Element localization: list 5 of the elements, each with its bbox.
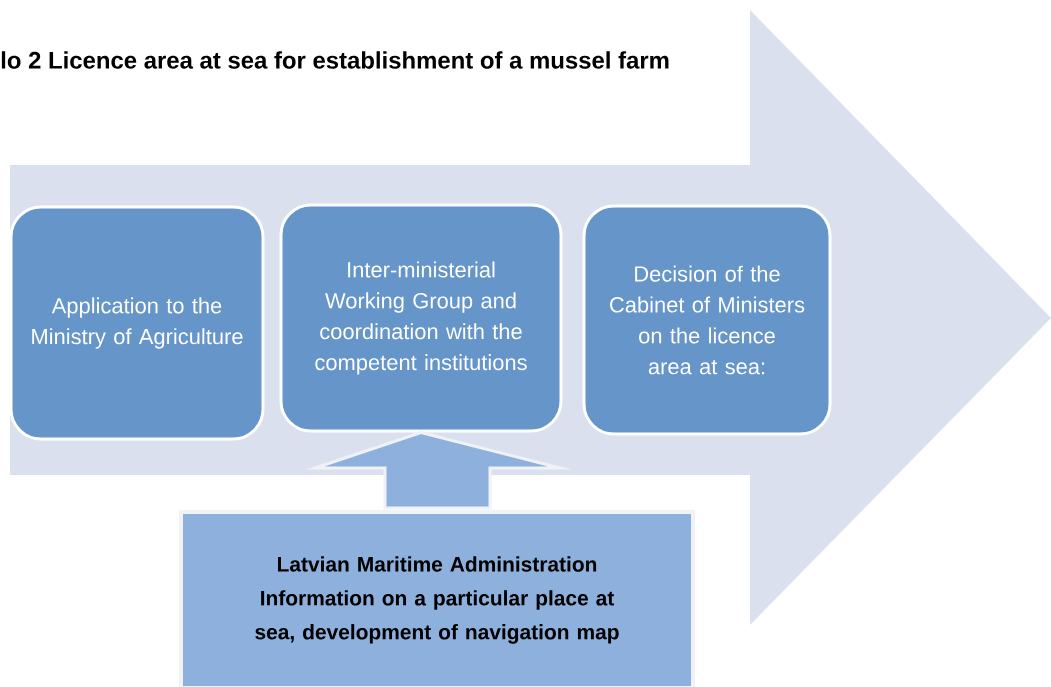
- process-box: Decision of the Cabinet of Ministers on the licence area at sea:: [582, 204, 832, 436]
- title: lo 2 Licence area at sea for establishment of a mussel farm: [1, 51, 669, 69]
- info-box: Latvian Maritime Administration Information on a particular place at sea, development of navigation map: [179, 510, 695, 687]
- process-box: Inter-ministerial Working Group and coordination with the competent institutions: [279, 203, 563, 433]
- process-box: Application to the Ministry of Agriculture: [9, 205, 265, 441]
